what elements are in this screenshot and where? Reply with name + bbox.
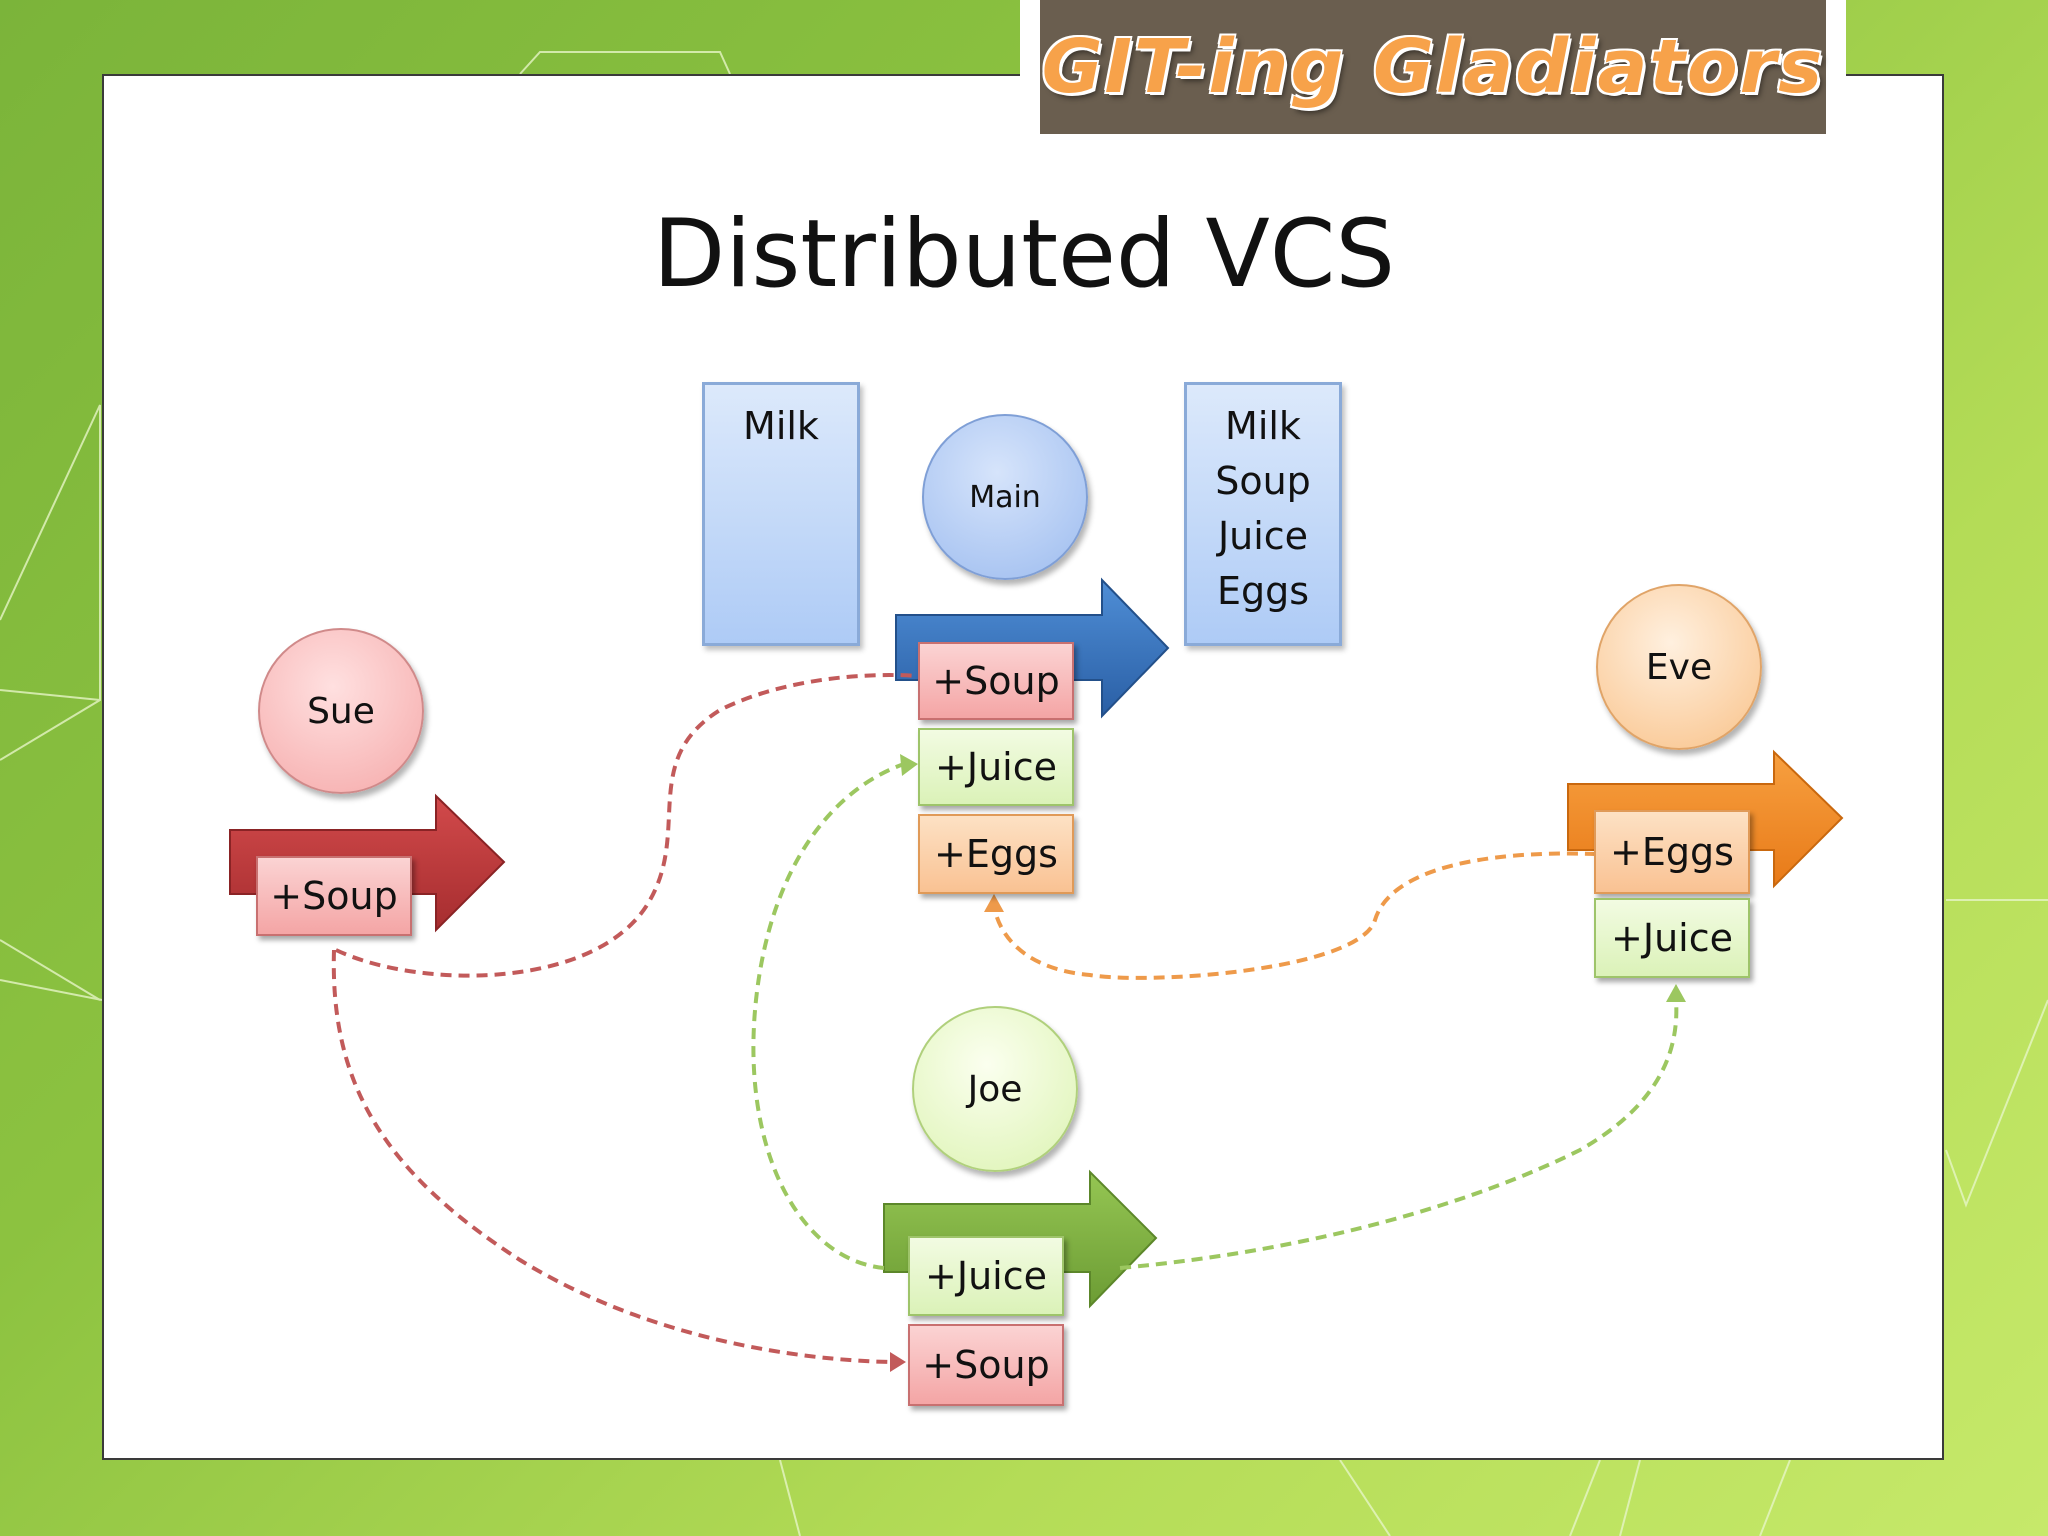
joe-commit-soup: +Soup	[908, 1324, 1064, 1406]
commit-label: +Juice	[925, 1254, 1047, 1298]
joe-node: Joe	[912, 1006, 1078, 1172]
repo-after-item: Juice	[1217, 514, 1309, 558]
link-joe-to-eve-juice	[1119, 999, 1679, 1270]
eve-commit-juice: +Juice	[1594, 898, 1750, 978]
sue-node: Sue	[258, 628, 424, 794]
link-sue-to-joe-soup	[331, 949, 891, 1364]
main-label: Main	[969, 479, 1041, 515]
joe-commit-juice: +Juice	[908, 1236, 1064, 1316]
repo-before-item: Milk	[743, 404, 819, 448]
main-node: Main	[922, 414, 1088, 580]
commit-label: +Soup	[922, 1343, 1050, 1387]
sue-label: Sue	[307, 690, 375, 732]
eve-node: Eve	[1596, 584, 1762, 750]
commit-label: +Soup	[932, 659, 1060, 703]
commit-label: +Juice	[935, 745, 1057, 789]
banner-title: GIT-ing Gladiators	[1041, 24, 1825, 110]
repo-after-item: Eggs	[1216, 569, 1310, 613]
slide-title: Distributed VCS	[652, 200, 1396, 309]
main-commit-juice: +Juice	[918, 728, 1074, 806]
commit-label: +Eggs	[1610, 830, 1734, 874]
commit-label: +Eggs	[934, 832, 1058, 876]
repo-after-item: Soup	[1215, 459, 1311, 503]
repo-before: Milk	[702, 382, 860, 646]
repo-after: Milk Soup Juice Eggs	[1184, 382, 1342, 646]
arrowhead-joe-main	[900, 754, 918, 776]
link-sue-to-main-soup	[335, 673, 919, 978]
link-joe-to-main-juice	[751, 762, 905, 1270]
arrowhead-eve-main	[984, 894, 1004, 912]
eve-label: Eve	[1645, 646, 1713, 688]
eve-commit-eggs: +Eggs	[1594, 810, 1750, 894]
commit-label: +Soup	[270, 874, 398, 918]
main-commit-eggs: +Eggs	[918, 814, 1074, 894]
joe-label: Joe	[967, 1068, 1023, 1110]
link-eve-to-main-eggs	[992, 851, 1597, 980]
title-banner: GIT-ing Gladiators	[1040, 0, 1826, 134]
main-commit-soup: +Soup	[918, 642, 1074, 720]
repo-after-item: Milk	[1225, 404, 1301, 448]
commit-label: +Juice	[1611, 916, 1733, 960]
sue-commit-soup: +Soup	[256, 856, 412, 936]
arrowhead-joe-eve	[1666, 984, 1686, 1002]
arrowhead-sue-joe	[890, 1352, 906, 1372]
